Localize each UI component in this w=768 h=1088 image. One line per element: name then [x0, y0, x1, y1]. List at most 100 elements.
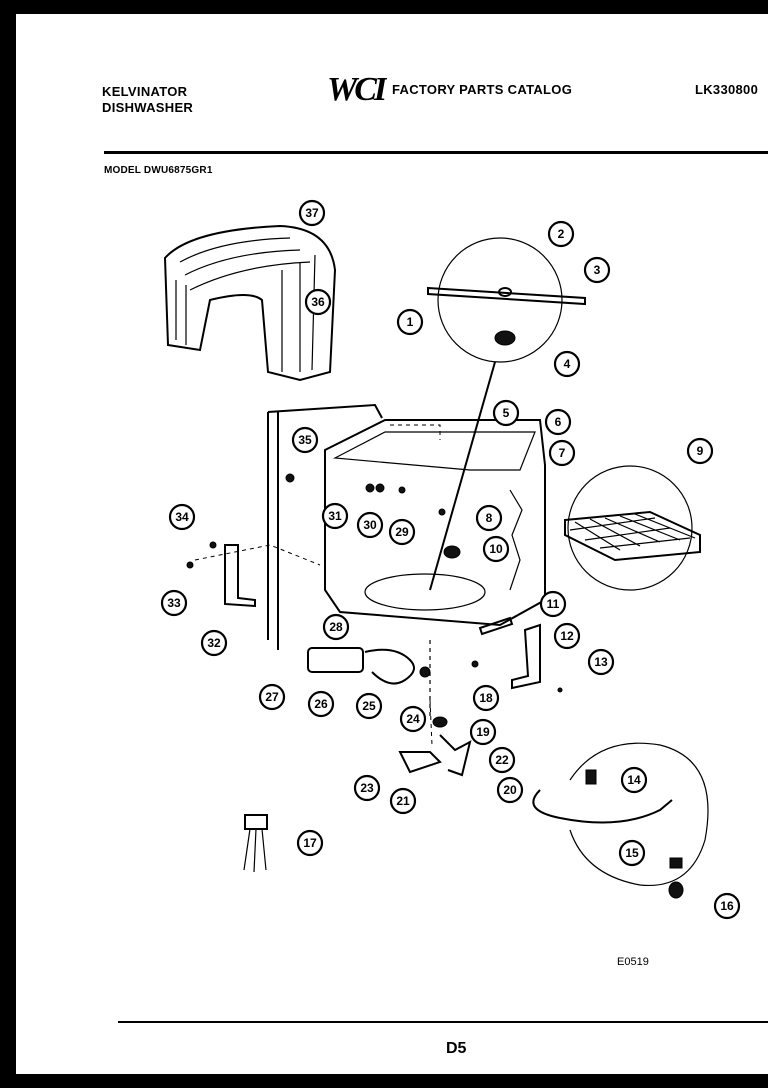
scan-border-left [0, 0, 16, 1088]
callout-label: 13 [594, 655, 608, 669]
callout-circle [583, 256, 611, 284]
drain-hose-detail [532, 742, 709, 899]
callout-27: 27 [258, 683, 286, 711]
callout-circle [388, 518, 416, 546]
callout-label: 2 [558, 227, 565, 241]
callout-18: 18 [472, 684, 500, 712]
callout-7: 7 [548, 439, 576, 467]
callout-label: 25 [362, 699, 376, 713]
callout-label: 31 [328, 509, 342, 523]
callout-label: 4 [564, 357, 571, 371]
callout-circle [298, 199, 326, 227]
callout-label: 7 [559, 446, 566, 460]
header-rule [104, 151, 768, 154]
callout-34: 34 [168, 503, 196, 531]
callout-label: 35 [298, 433, 312, 447]
callout-9: 9 [686, 437, 714, 465]
callout-label: 32 [207, 636, 221, 650]
diagram-reference-code: E0519 [617, 956, 649, 968]
callout-28: 28 [322, 613, 350, 641]
callout-33: 33 [160, 589, 188, 617]
spray-arm-detail [427, 237, 586, 591]
callout-circle [544, 408, 572, 436]
callout-35: 35 [291, 426, 319, 454]
callout-10: 10 [482, 535, 510, 563]
catalog-code: LK330800 [695, 82, 759, 97]
product-name: DISHWASHER [102, 100, 194, 115]
callout-circle [547, 220, 575, 248]
callout-label: 28 [329, 620, 343, 634]
callout-circle [496, 776, 524, 804]
callout-label: 14 [627, 773, 641, 787]
callout-label: 20 [503, 783, 517, 797]
callout-label: 11 [547, 597, 560, 611]
callout-circle [296, 829, 324, 857]
callout-label: 21 [396, 794, 410, 808]
callout-31: 31 [321, 502, 349, 530]
callout-circle [686, 437, 714, 465]
callout-3: 3 [583, 256, 611, 284]
callout-11: 11 [539, 590, 567, 618]
callout-circle [587, 648, 615, 676]
callout-circle [355, 692, 383, 720]
callout-5: 5 [492, 399, 520, 427]
callout-label: 18 [479, 691, 493, 705]
callout-circle [548, 439, 576, 467]
callout-15: 15 [618, 839, 646, 867]
callout-circle [488, 746, 516, 774]
callout-circle [475, 504, 503, 532]
callout-23: 23 [353, 774, 381, 802]
callout-circle [618, 839, 646, 867]
dish-rack-detail [564, 465, 701, 591]
callout-29: 29 [388, 518, 416, 546]
pump-motor-assembly [307, 640, 431, 720]
callout-17: 17 [296, 829, 324, 857]
fasteners [186, 473, 563, 693]
callout-label: 15 [625, 846, 639, 860]
callout-circle [472, 684, 500, 712]
callout-circle [258, 683, 286, 711]
callout-label: 9 [697, 444, 704, 458]
callout-circle [321, 502, 349, 530]
brackets [224, 544, 541, 690]
callout-label: 37 [305, 206, 319, 220]
callout-20: 20 [496, 776, 524, 804]
callout-26: 26 [307, 690, 335, 718]
callout-circle [307, 690, 335, 718]
callout-label: 24 [406, 712, 420, 726]
page-number: D5 [446, 1040, 467, 1057]
callout-label: 6 [555, 415, 562, 429]
model-line: MODEL DWU6875GR1 [104, 165, 213, 176]
callout-circle [553, 622, 581, 650]
callout-6: 6 [544, 408, 572, 436]
callout-label: 30 [363, 518, 377, 532]
callout-circle [553, 350, 581, 378]
callout-37: 37 [298, 199, 326, 227]
callout-32: 32 [200, 629, 228, 657]
guide-lines [194, 424, 441, 746]
callout-2: 2 [547, 220, 575, 248]
inlet-valve-assembly [398, 716, 472, 777]
callout-30: 30 [356, 511, 384, 539]
callout-circle [356, 511, 384, 539]
wci-logo: WCI [327, 72, 387, 104]
callout-label: 1 [407, 315, 414, 329]
callout-label: 3 [594, 263, 601, 277]
callout-label: 22 [495, 753, 509, 767]
callout-label: 26 [314, 697, 328, 711]
callout-label: 5 [503, 406, 510, 420]
callout-14: 14 [620, 766, 648, 794]
scan-border-top [0, 0, 768, 14]
callout-8: 8 [475, 504, 503, 532]
callout-label: 12 [560, 629, 574, 643]
logo-text: WCI [327, 72, 387, 104]
callout-label: 19 [476, 725, 490, 739]
callout-36: 36 [304, 288, 332, 316]
callout-circle [492, 399, 520, 427]
callout-circle [713, 892, 741, 920]
footer-rule [118, 1021, 768, 1023]
callout-12: 12 [553, 622, 581, 650]
callout-circle [469, 718, 497, 746]
